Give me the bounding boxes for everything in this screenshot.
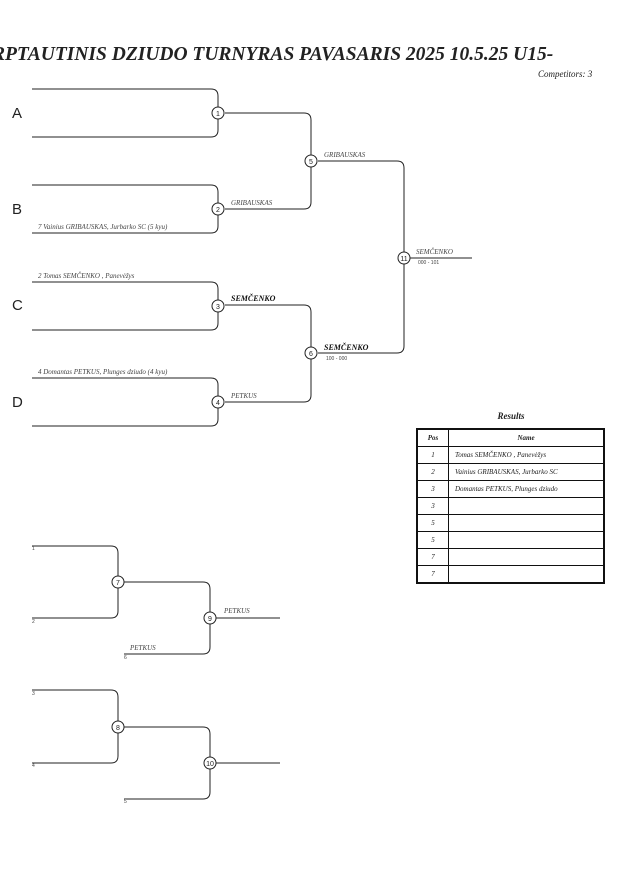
winner-match-9: PETKUS [223,607,250,615]
match-circle-9 [203,611,217,625]
match-number-7: 7 [116,580,120,587]
repechage-slot-3: 3 [32,691,35,697]
result-pos: 7 [416,565,449,584]
table-row: 5 [416,531,605,549]
match-circle-7 [111,575,125,589]
competitors-count: Competitors: 3 [538,69,593,79]
score-final: 000 - 101 [418,260,439,266]
match-number-10: 10 [206,761,214,768]
repechage-top-bracket [32,545,119,619]
result-pos: 3 [416,480,449,498]
table-row: 7 [416,565,605,584]
final-bracket [318,160,405,354]
winner-match-5: GRIBAUSKAS [324,151,366,159]
result-name [448,497,605,515]
result-name [448,514,605,532]
repechage-bottom-final [124,726,211,800]
match-number-2: 2 [216,207,220,214]
result-name: Vainius GRIBAUSKAS, Jurbarko SC [448,463,605,481]
pool-label-c: C [12,297,23,314]
match-circle-3 [211,299,225,313]
results-header-row: Pos Name [416,428,605,447]
semifinal-top-bracket [225,112,312,210]
results-header-pos: Pos [416,428,449,447]
result-pos: 7 [416,548,449,566]
pool-label-d: D [12,394,23,411]
match-circle-1 [211,106,225,120]
match-number-1: 1 [216,111,220,118]
table-row: 3 [416,497,605,515]
repechage-slot-4: 4 [32,763,35,769]
winner-match-6: SEMČENKO [324,342,369,352]
match-number-8: 8 [116,725,120,732]
result-name [448,565,605,584]
result-pos: 2 [416,463,449,481]
entry-b-lower: 7 Vainius GRIBAUSKAS, Jurbarko SC (5 kyu… [38,223,168,231]
result-name [448,548,605,566]
match-circle-8 [111,720,125,734]
match-circle-6 [304,346,318,360]
match-circle-11 [397,251,411,265]
semifinal-bottom-bracket [225,304,312,403]
match-number-4: 4 [216,400,220,407]
match-circle-5 [304,154,318,168]
match-number-6: 6 [309,351,313,358]
entry-d-upper: 4 Domantas PETKUS, Plunges dziudo (4 kyu… [38,368,168,376]
tournament-title: RPTAUTINIS DZIUDO TURNYRAS PAVASARIS 202… [0,44,554,65]
repechage-slot-5: 5 [124,799,127,805]
match-circle-10 [203,756,217,770]
match-number-5: 5 [309,159,313,166]
match-number-3: 3 [216,304,220,311]
results-title: Results [497,411,525,421]
repechage-bottom-bracket [32,689,119,764]
repechage-entry-petkus: PETKUS [129,644,156,652]
match-number-9: 9 [208,616,212,623]
repechage-slot-1: 1 [32,546,35,552]
pool-label-b: B [12,201,22,218]
winner-final: SEMČENKO [416,248,453,256]
winner-match-2: GRIBAUSKAS [231,199,273,207]
table-row: 7 [416,548,605,566]
match-circle-4 [211,395,225,409]
pool-a-bracket [32,88,219,138]
table-row: 5 [416,514,605,532]
entry-c-upper: 2 Tomas SEMČENKO , Panevėžys [38,272,135,280]
score-match-6: 100 - 000 [326,356,347,362]
pool-d-bracket [32,377,219,427]
match-number-11: 11 [400,256,407,263]
repechage-slot-2: 2 [32,619,35,625]
result-name: Domantas PETKUS, Plunges dziudo [448,480,605,498]
pool-label-a: A [12,105,22,122]
result-pos: 1 [416,446,449,464]
result-name [448,531,605,549]
match-circle-2 [211,202,225,216]
result-name: Tomas SEMČENKO , Panevėžys [448,446,605,464]
winner-match-4: PETKUS [230,392,257,400]
result-pos: 5 [416,514,449,532]
results-header-name: Name [448,428,605,447]
result-pos: 3 [416,497,449,515]
repechage-slot-6: 6 [124,655,127,661]
winner-match-3: SEMČENKO [231,293,276,303]
pool-c-bracket [32,281,219,331]
result-pos: 5 [416,531,449,549]
